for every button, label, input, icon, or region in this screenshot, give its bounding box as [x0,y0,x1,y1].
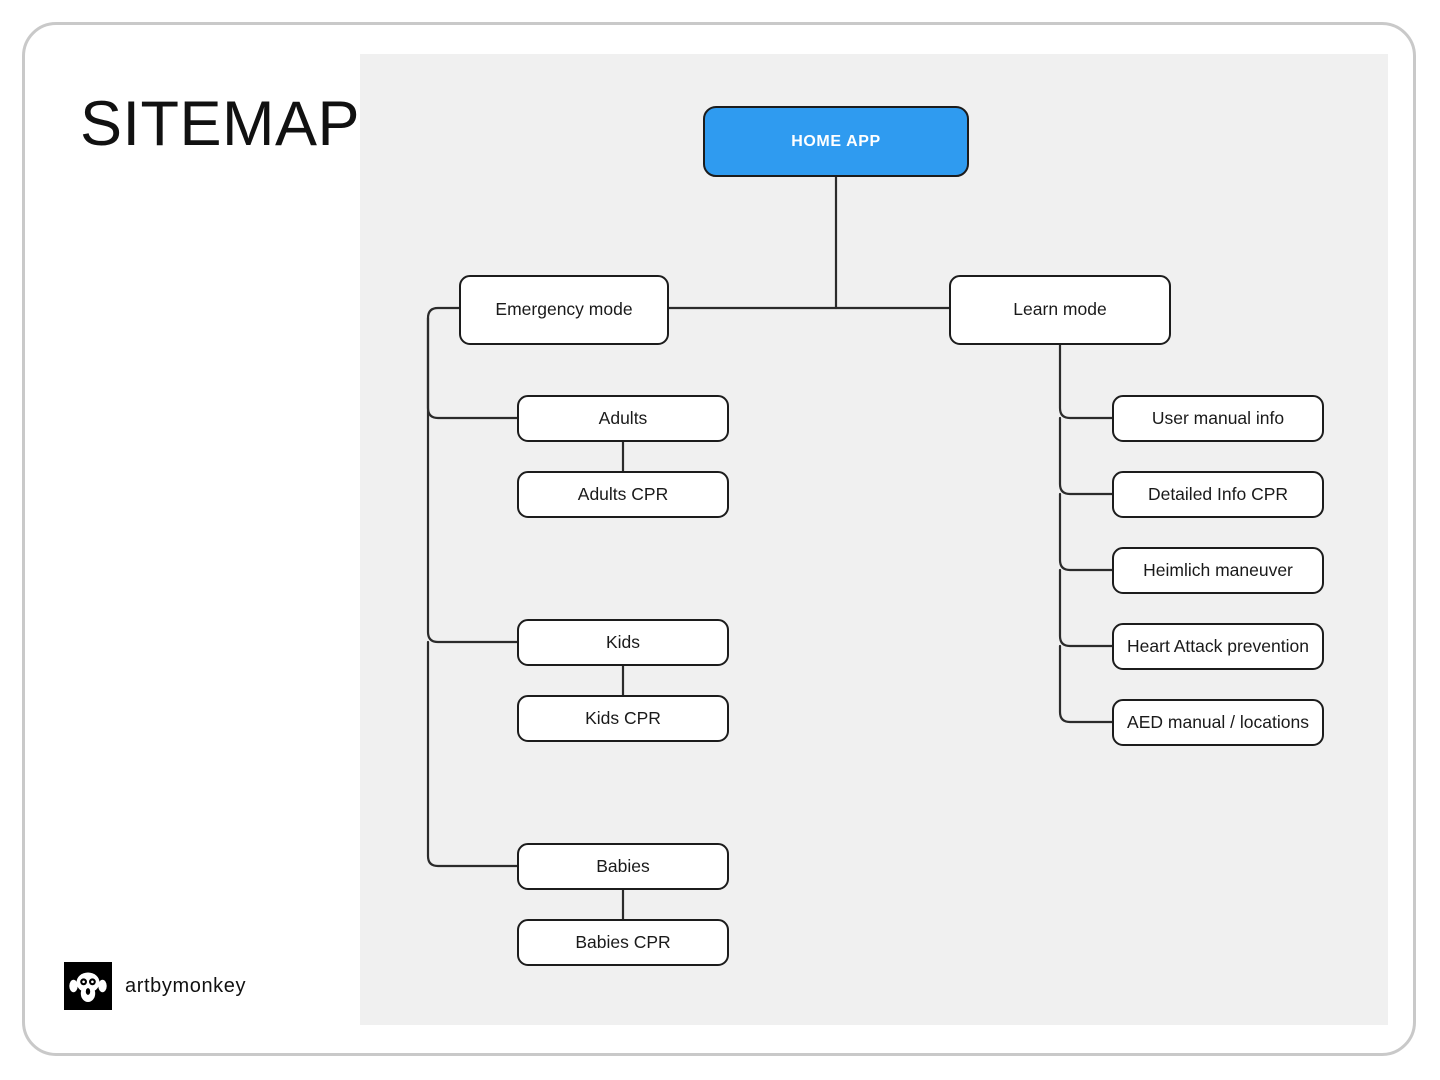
node-babies-cpr[interactable]: Babies CPR [517,919,729,966]
node-user-manual-info[interactable]: User manual info [1112,395,1324,442]
node-heimlich-maneuver[interactable]: Heimlich maneuver [1112,547,1324,594]
node-aed-manual-locations-label: AED manual / locations [1127,711,1309,732]
node-kids[interactable]: Kids [517,619,729,666]
node-heimlich-maneuver-label: Heimlich maneuver [1143,559,1293,580]
node-adults[interactable]: Adults [517,395,729,442]
node-kids-label: Kids [605,631,641,652]
node-babies-cpr-label: Babies CPR [575,931,671,952]
page-title: SITEMAP [80,89,361,159]
connector-emergency-to-babies [426,640,519,868]
node-adults-cpr-label: Adults CPR [577,483,669,504]
connector-learn-to-heimlich [1058,492,1114,572]
connector-emergency-to-kids [426,316,519,644]
monkey-face-icon [64,962,112,1010]
node-kids-cpr[interactable]: Kids CPR [517,695,729,742]
node-learn-mode-label: Learn mode [1013,299,1107,320]
node-emergency-mode-label: Emergency mode [495,299,633,320]
node-kids-cpr-label: Kids CPR [585,707,661,728]
page-frame [22,22,1416,1056]
brand-logo: artbymonkey [64,962,246,1010]
connector-learn-to-aed [1058,644,1114,724]
brand-name: artbymonkey [125,974,247,997]
node-emergency-mode[interactable]: Emergency mode [459,275,669,345]
node-detailed-info-cpr[interactable]: Detailed Info CPR [1112,471,1324,518]
node-aed-manual-locations[interactable]: AED manual / locations [1112,699,1324,746]
connector-learn-to-detailed-info [1058,416,1114,496]
node-heart-attack-prevention-label: Heart Attack prevention [1127,635,1309,656]
node-home-app-label: HOME APP [791,132,881,150]
node-heart-attack-prevention[interactable]: Heart Attack prevention [1112,623,1324,670]
node-detailed-info-cpr-label: Detailed Info CPR [1147,483,1289,504]
connector-learn-to-user-manual [1058,343,1114,420]
node-babies-label: Babies [596,855,650,876]
node-learn-mode[interactable]: Learn mode [949,275,1171,345]
node-user-manual-info-label: User manual info [1151,407,1285,428]
node-adults-label: Adults [598,407,648,428]
node-home-app[interactable]: HOME APP [703,106,969,177]
node-adults-cpr[interactable]: Adults CPR [517,471,729,518]
node-babies[interactable]: Babies [517,843,729,890]
connector-learn-to-heart-attack [1058,568,1114,648]
